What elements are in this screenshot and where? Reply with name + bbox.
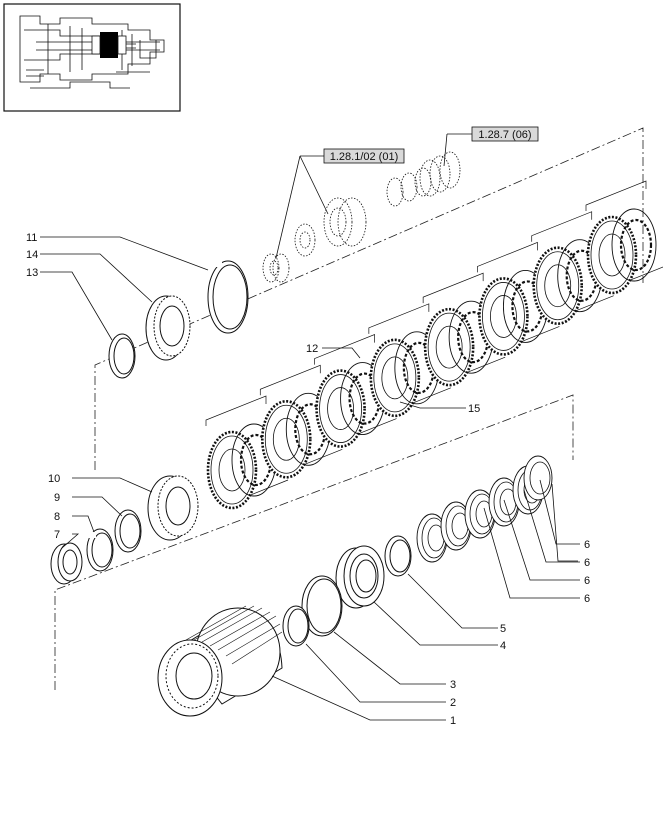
snap-ring-11 bbox=[207, 259, 249, 334]
plates-6 bbox=[416, 455, 553, 563]
callout-13: 13 bbox=[26, 267, 38, 279]
callout-2: 2 bbox=[450, 697, 456, 709]
callout-14: 14 bbox=[26, 249, 38, 261]
seal-3 bbox=[301, 575, 343, 637]
dotted-reference-parts bbox=[262, 151, 461, 283]
plate-6 bbox=[416, 513, 448, 563]
centre-lines bbox=[54, 127, 644, 690]
piston-4 bbox=[335, 545, 385, 609]
callout-10: 10 bbox=[48, 473, 60, 485]
reference-box-2: 1.28.7 (06) bbox=[443, 126, 539, 167]
callout-3: 3 bbox=[450, 679, 456, 691]
leader-lines bbox=[40, 236, 580, 721]
reference-box-1: 1.28.1/02 (01) bbox=[275, 148, 405, 259]
plate-6 bbox=[440, 501, 472, 551]
callout-12: 12 bbox=[306, 343, 318, 355]
clutch-disc bbox=[422, 272, 506, 387]
reference-label: 1.28.1/02 (01) bbox=[330, 151, 399, 163]
clutch-drum-1 bbox=[157, 605, 283, 717]
callout-6: 6 bbox=[584, 539, 590, 551]
clutch-disc bbox=[477, 241, 560, 356]
ring-9 bbox=[114, 509, 142, 553]
clutch-disc bbox=[585, 180, 663, 295]
clutch-disc bbox=[205, 395, 289, 510]
callout-8: 8 bbox=[54, 511, 60, 523]
ring-13 bbox=[108, 333, 136, 379]
callout-9: 9 bbox=[54, 492, 60, 504]
reference-label: 1.28.7 (06) bbox=[478, 129, 531, 141]
callout-5: 5 bbox=[500, 623, 506, 635]
callout-6: 6 bbox=[584, 593, 590, 605]
clutch-disc bbox=[259, 364, 343, 479]
plate-6 bbox=[488, 477, 520, 527]
clutch-disc bbox=[314, 334, 397, 448]
hub-10 bbox=[147, 475, 199, 541]
callout-labels: 11 14 13 12 15 10 9 8 7 6 6 6 6 5 4 3 2 … bbox=[26, 232, 590, 727]
ring-5 bbox=[384, 535, 412, 577]
callout-15: 15 bbox=[468, 403, 480, 415]
clutch-disc-pack bbox=[205, 180, 663, 510]
callout-11: 11 bbox=[26, 232, 37, 244]
snap-ring-8 bbox=[86, 528, 114, 572]
thumbnail-location-diagram bbox=[3, 3, 181, 112]
callout-6: 6 bbox=[584, 557, 590, 569]
callout-7: 7 bbox=[54, 529, 60, 541]
seal-2 bbox=[282, 605, 310, 647]
clutch-disc bbox=[368, 303, 451, 418]
callout-4: 4 bbox=[500, 640, 506, 652]
seal-7 bbox=[50, 542, 83, 585]
gear-14 bbox=[145, 295, 191, 361]
plate-6 bbox=[523, 455, 553, 501]
callout-6: 6 bbox=[584, 575, 590, 587]
callout-1: 1 bbox=[450, 715, 456, 727]
